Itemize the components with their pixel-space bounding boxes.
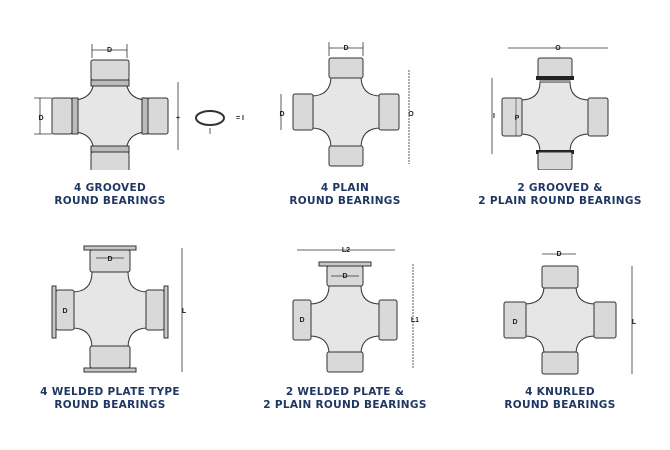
dim-label-right: L <box>632 319 637 326</box>
caption-line-2: 2 PLAIN ROUND BEARINGS <box>478 195 642 207</box>
dim-label-center: P <box>515 115 520 122</box>
caption: 2 WELDED PLATE & 2 PLAIN ROUND BEARINGS <box>245 386 445 412</box>
cross-welded-plain-drawing: L2 D D L1 <box>292 247 419 373</box>
cross-welded-drawing: D D L <box>51 245 187 373</box>
dim-label-top: D <box>343 45 348 52</box>
diagram-4-plain: D D O 4 PLAIN ROUND BEARINGS <box>245 30 445 220</box>
caption: 4 GROOVED ROUND BEARINGS <box>10 182 210 208</box>
dim-label-left: I <box>493 113 495 120</box>
cross-4-grooved-drawing: D D + = I <box>34 44 244 170</box>
caption-line-2: 2 PLAIN ROUND BEARINGS <box>263 399 427 411</box>
caption: 2 GROOVED & 2 PLAIN ROUND BEARINGS <box>460 182 660 208</box>
dim-label-top: L2 <box>342 247 350 254</box>
dim-label-top: D <box>556 251 561 258</box>
dim-label-left: D <box>299 317 304 324</box>
caption-line-2: ROUND BEARINGS <box>504 399 616 411</box>
caption-line-1: 4 PLAIN <box>320 182 370 194</box>
diagram-4-knurled: D D L 4 KNURLED ROUND BEARINGS <box>460 240 660 430</box>
dim-label-left: D <box>512 319 517 326</box>
dim-label-left: D <box>279 111 284 118</box>
dim-label-left: D <box>38 115 43 122</box>
diagram-2-grooved-2-plain: O G I P 2 GROOVED & 2 PLAIN ROUND BEARIN… <box>460 30 660 220</box>
caption-line-1: 2 WELDED PLATE & <box>285 386 405 398</box>
caption-line-1: 4 GROOVED <box>74 182 146 194</box>
diagram-4-grooved: D D + = I 4 GROOVED ROUND BEARINGS <box>10 30 244 220</box>
dim-label-equals: = I <box>236 115 244 122</box>
dim-label-inner: D <box>342 273 347 280</box>
caption-line-1: 4 WELDED PLATE TYPE <box>40 386 180 398</box>
caption-line-2: ROUND BEARINGS <box>289 195 401 207</box>
dim-label-right: L1 <box>411 317 419 324</box>
caption-line-1: 4 KNURLED <box>525 386 595 398</box>
caption: 4 KNURLED ROUND BEARINGS <box>460 386 660 412</box>
caption: 4 PLAIN ROUND BEARINGS <box>245 182 445 208</box>
diagram-4-welded-plate: D D L 4 WELDED PLATE TYPE ROUND BEARINGS <box>10 240 210 430</box>
caption-line-2: ROUND BEARINGS <box>54 399 166 411</box>
caption-line-2: ROUND BEARINGS <box>54 195 166 207</box>
diagram-2-welded-2-plain: L2 D D L1 2 WELDED PLATE & 2 PLAIN ROUND… <box>245 240 445 430</box>
dim-label-right: O <box>408 111 414 118</box>
dim-label-top: D <box>107 47 112 54</box>
dim-label-right: L <box>182 308 187 315</box>
cross-knurled-drawing: D D L <box>503 251 637 375</box>
dim-label-plus: + <box>176 115 180 122</box>
caption-line-1: 2 GROOVED & <box>517 182 603 194</box>
cross-mixed-drawing: O G I P <box>491 45 609 170</box>
caption: 4 WELDED PLATE TYPE ROUND BEARINGS <box>10 386 210 412</box>
dim-label-left: D <box>62 308 67 315</box>
dim-label-top: D <box>107 256 112 263</box>
dim-label-top: O <box>555 45 561 52</box>
cross-4-plain-drawing: D D O <box>279 42 414 167</box>
